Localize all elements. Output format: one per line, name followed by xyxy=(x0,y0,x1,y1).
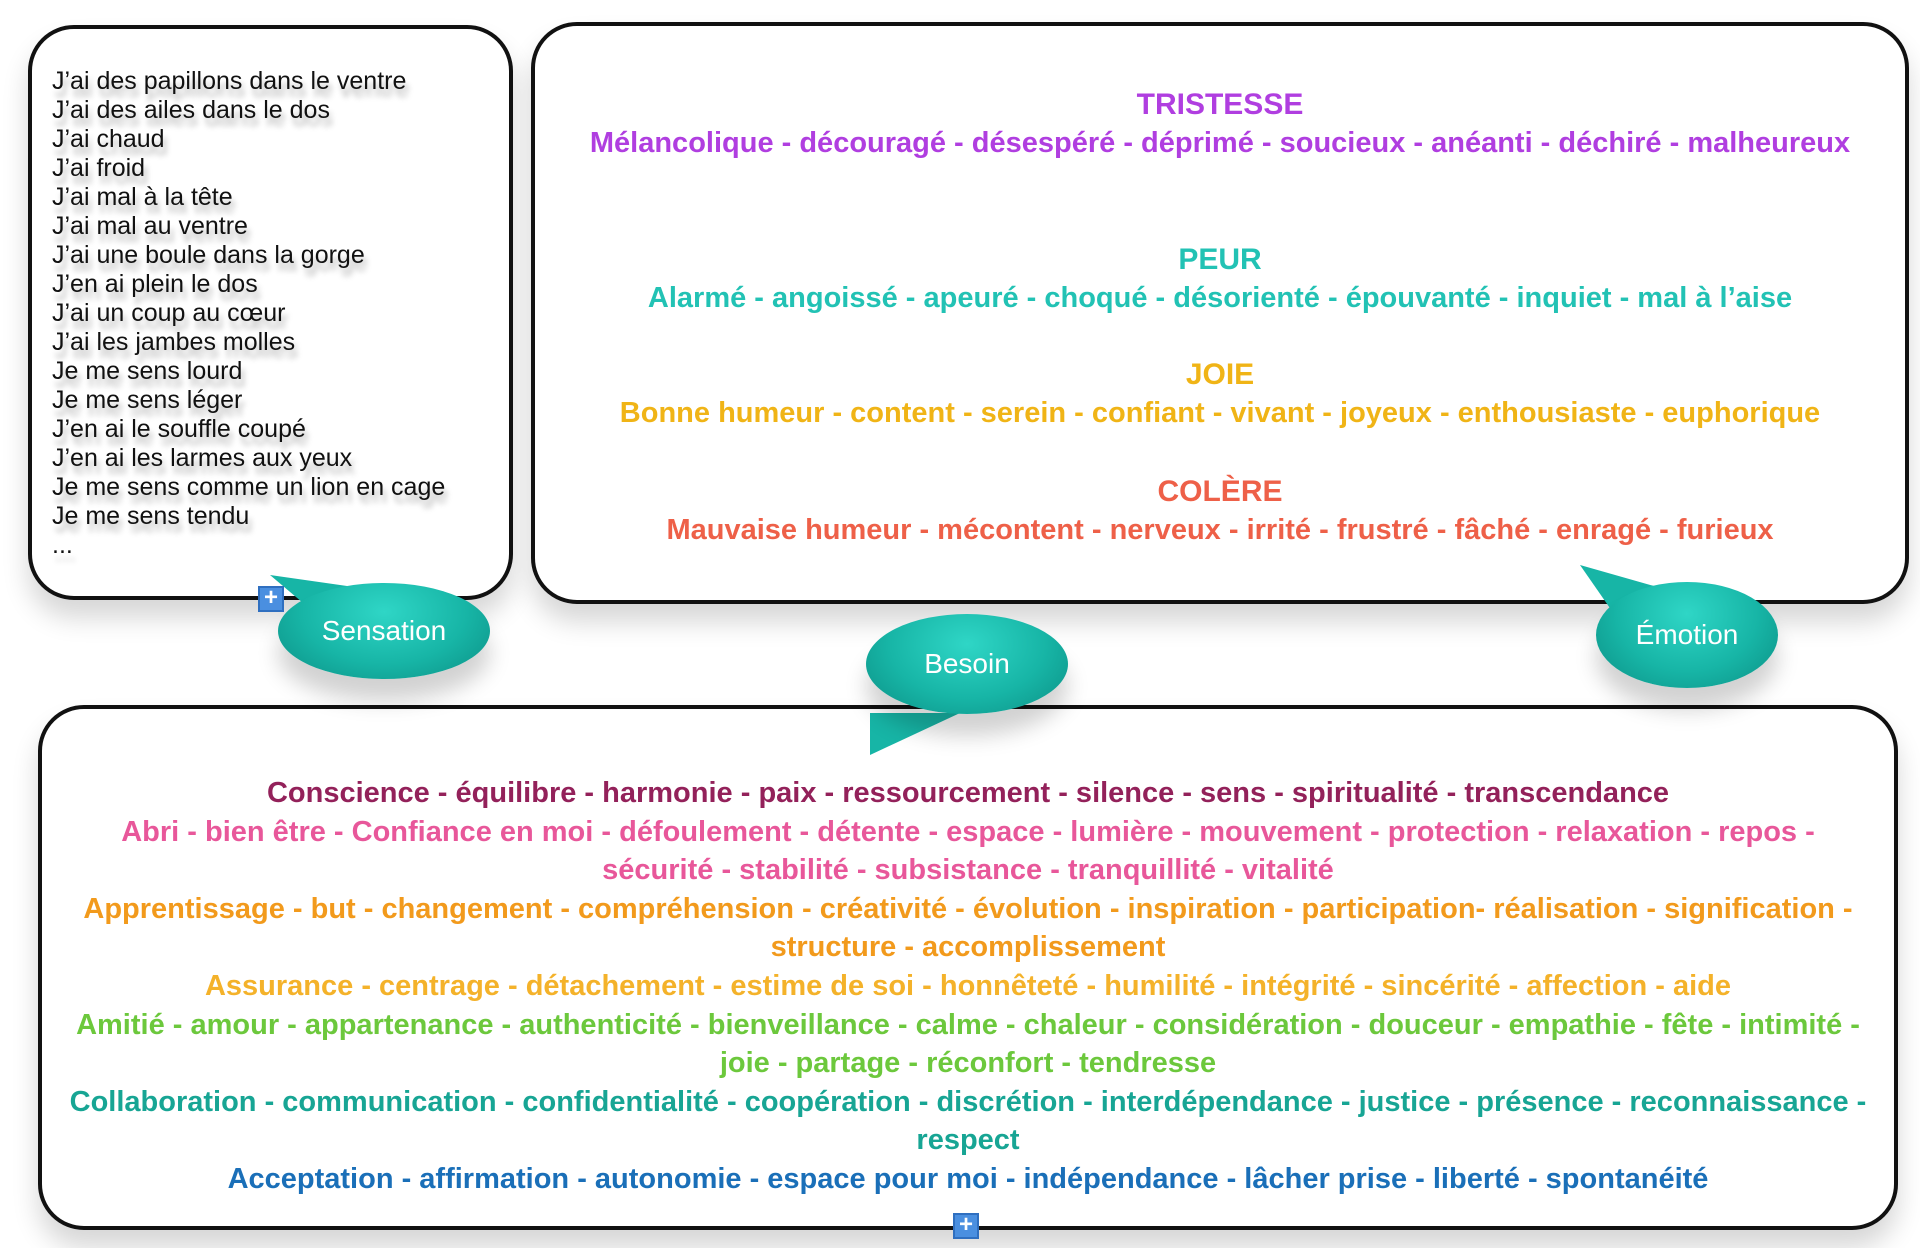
emotion-group-title: COLÈRE xyxy=(1157,475,1283,508)
emotion-group: JOIE Bonne humeur - content - serein - co… xyxy=(535,356,1905,432)
emotion-group: PEUR Alarmé - angoissé - apeuré - choqué … xyxy=(535,241,1905,317)
emotion-group-title: JOIE xyxy=(1185,358,1255,391)
sensation-item: Je me sens tendu xyxy=(52,502,250,530)
besoin-bubble-label: Besoin xyxy=(924,648,1010,679)
needs-list: Conscience - équilibre - harmonie - paix… xyxy=(42,774,1894,1199)
sensation-expand-icon[interactable]: + xyxy=(258,586,284,612)
sensation-item: J’ai chaud xyxy=(52,125,165,153)
sensation-item: J’ai froid xyxy=(52,154,146,182)
sensation-item: Je me sens lourd xyxy=(52,357,243,385)
sensation-item: J’ai une boule dans la gorge xyxy=(52,241,365,269)
emotion-group-words: Mauvaise humeur - mécontent - nerveux - … xyxy=(666,514,1774,546)
emotion-group-title: PEUR xyxy=(1178,243,1262,276)
besoin-bubble[interactable]: Besoin xyxy=(866,614,1068,714)
emotion-group: COLÈRE Mauvaise humeur - mécontent - nerv… xyxy=(535,473,1905,549)
besoin-box: Conscience - équilibre - harmonie - paix… xyxy=(38,705,1898,1230)
sensation-item: J’ai mal à la tête xyxy=(52,183,233,211)
need-line: Assurance - centrage - détachement - est… xyxy=(204,969,1732,1002)
sensation-item: J’en ai le souffle coupé xyxy=(52,415,306,443)
emotion-group-words: Alarmé - angoissé - apeuré - choqué - dé… xyxy=(647,282,1793,314)
need-line: Conscience - équilibre - harmonie - paix… xyxy=(266,777,1670,809)
sensation-item: J’en ai les larmes aux yeux xyxy=(52,444,353,472)
sensation-item: J’ai des ailes dans le dos xyxy=(52,96,330,124)
sensation-bubble[interactable]: Sensation xyxy=(278,583,490,679)
need-line: Apprentissage - but - changement - compr… xyxy=(83,892,1853,964)
need-line: Amitié - amour - appartenance - authenti… xyxy=(76,1008,1860,1080)
sensation-item: Je me sens léger xyxy=(52,386,243,414)
sensation-item: Je me sens comme un lion en cage xyxy=(52,473,446,501)
besoin-bubble-tail xyxy=(870,713,960,755)
besoin-expand-icon[interactable]: + xyxy=(953,1213,979,1239)
sensation-item: J’ai les jambes molles xyxy=(52,328,296,356)
sensation-item: J’ai mal au ventre xyxy=(52,212,248,240)
need-line: Acceptation - affirmation - autonomie - … xyxy=(227,1162,1709,1195)
emotion-box: TRISTESSE Mélancolique - découragé - dése… xyxy=(531,22,1909,604)
emotion-group: TRISTESSE Mélancolique - découragé - dése… xyxy=(535,86,1905,162)
sensation-item: ... xyxy=(52,531,73,559)
emotion-bubble[interactable]: Émotion xyxy=(1596,582,1778,688)
sensation-item: J’en ai plein le dos xyxy=(52,270,258,298)
emotion-group-title: TRISTESSE xyxy=(1136,88,1304,121)
emotion-bubble-label: Émotion xyxy=(1635,619,1739,650)
sensation-bubble-label: Sensation xyxy=(321,615,447,646)
sensation-item: J’ai un coup au cœur xyxy=(52,299,286,327)
need-line: Collaboration - communication - confiden… xyxy=(69,1085,1867,1157)
emotion-group-words: Mélancolique - découragé - désespéré - d… xyxy=(589,127,1851,159)
emotion-group-words: Bonne humeur - content - serein - confia… xyxy=(619,397,1821,429)
need-line: Abri - bien être - Confiance en moi - dé… xyxy=(121,815,1815,887)
sensation-item: J’ai des papillons dans le ventre xyxy=(52,67,407,95)
